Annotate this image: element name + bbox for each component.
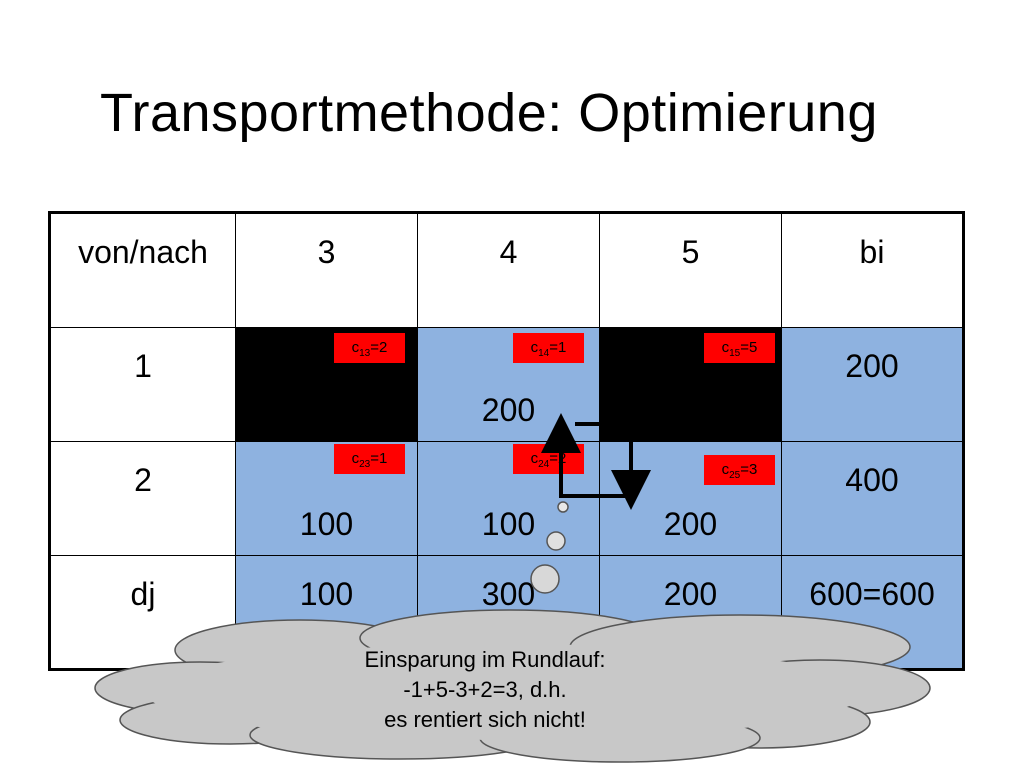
row-label: 1: [134, 348, 152, 384]
transport-table: von/nach 3 4 5 bi 1 200 200 2 100 100 20…: [48, 211, 965, 671]
header-label: 3: [317, 234, 336, 270]
row-label: dj: [130, 576, 156, 612]
cloud-line-2: -1+5-3+2=3, d.h.: [403, 677, 567, 702]
demand-value: 600=600: [809, 576, 935, 612]
cloud-line-3: es rentiert sich nicht!: [384, 707, 586, 732]
cloud-line-1: Einsparung im Rundlauf:: [364, 647, 606, 672]
cost-tag-c24: c24=2: [513, 444, 584, 474]
row-label: 2: [134, 462, 152, 498]
table-row-2: 2 100 100 200 400: [49, 441, 964, 556]
demand-total: 600=600: [781, 555, 964, 670]
header-cell-bi: bi: [781, 212, 964, 328]
header-label: von/nach: [78, 234, 208, 270]
header-label: 4: [499, 234, 518, 270]
header-cell-4: 4: [417, 212, 600, 328]
supply-value: 200: [845, 348, 899, 384]
cost-tag-c14: c14=1: [513, 333, 584, 363]
table-header-row: von/nach 3 4 5 bi: [49, 212, 964, 328]
cell-value: 200: [663, 506, 718, 542]
cost-tag-c25: c25=3: [704, 455, 775, 485]
row-label-cell: 2: [49, 441, 236, 556]
demand-value: 100: [299, 576, 354, 612]
supply-value: 400: [845, 462, 899, 498]
row-label-cell: 1: [49, 327, 236, 442]
demand-value: 300: [481, 576, 536, 612]
header-cell-5: 5: [599, 212, 782, 328]
cost-tag-c23: c23=1: [334, 444, 405, 474]
header-label: 5: [681, 234, 700, 270]
cost-tag-c15: c15=5: [704, 333, 775, 363]
cell-1-bi: 200: [781, 327, 964, 442]
page-title: Transportmethode: Optimierung: [100, 83, 878, 143]
row-label-cell: dj: [49, 555, 236, 670]
demand-value: 200: [663, 576, 718, 612]
cell-value: 200: [481, 392, 536, 428]
cost-tag-c13: c13=2: [334, 333, 405, 363]
header-cell-3: 3: [235, 212, 418, 328]
header-label: bi: [859, 234, 885, 270]
cloud-text: Einsparung im Rundlauf: -1+5-3+2=3, d.h.…: [300, 645, 670, 735]
table-row-1: 1 200 200: [49, 327, 964, 442]
cell-2-bi: 400: [781, 441, 964, 556]
header-cell-von-nach: von/nach: [49, 212, 236, 328]
cell-value: 100: [481, 506, 536, 542]
cell-value: 100: [299, 506, 354, 542]
